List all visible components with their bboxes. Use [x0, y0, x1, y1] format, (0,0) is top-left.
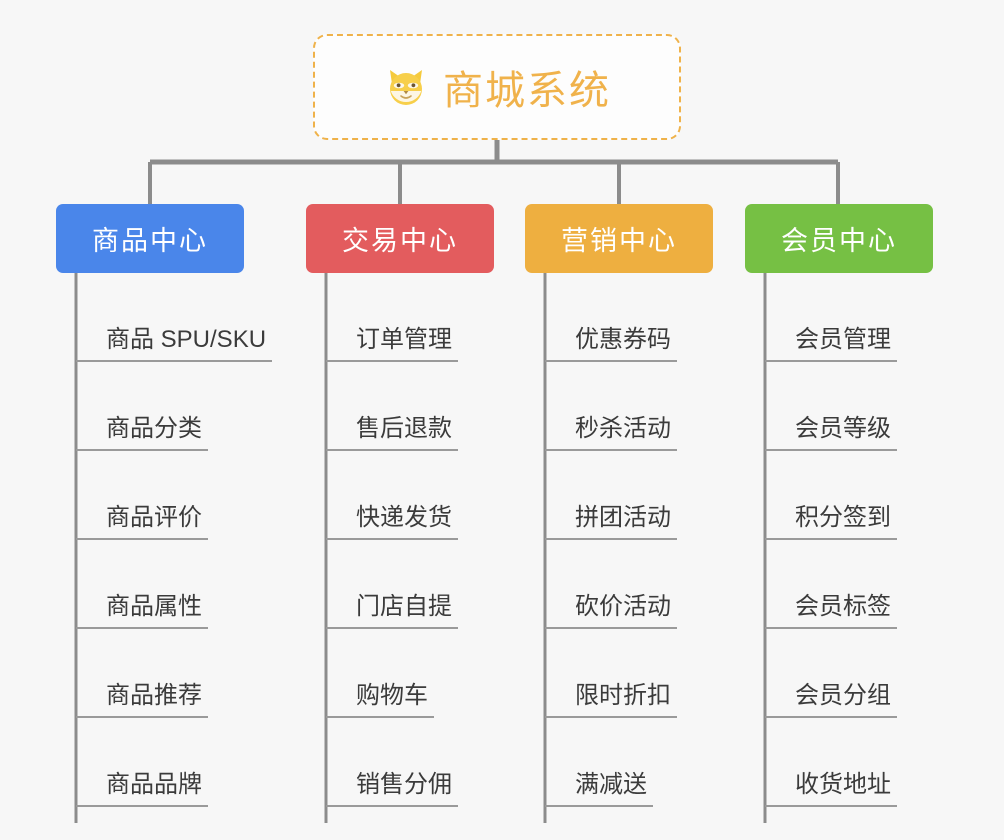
branch-marketing: 营销中心 优惠券码 秒杀活动 拼团活动 砍价活动 限时折扣 满减送: [525, 204, 747, 807]
shiba-dog-face-icon: [383, 64, 429, 110]
leaf-label: 砍价活动: [545, 593, 677, 629]
leaf-item[interactable]: 会员标签: [765, 540, 959, 629]
leaf-item[interactable]: 秒杀活动: [545, 362, 747, 451]
leaf-item[interactable]: 优惠券码: [545, 273, 747, 362]
leaf-item[interactable]: 砍价活动: [545, 540, 747, 629]
leaf-list-trade: 订单管理 售后退款 快递发货 门店自提 购物车 销售分佣: [306, 273, 530, 807]
leaf-label: 销售分佣: [326, 771, 458, 807]
leaf-label: 优惠券码: [545, 326, 677, 362]
branch-head-marketing[interactable]: 营销中心: [525, 204, 713, 273]
branch-head-products[interactable]: 商品中心: [56, 204, 244, 273]
leaf-label: 积分签到: [765, 504, 897, 540]
leaf-item[interactable]: 会员等级: [765, 362, 959, 451]
leaf-list-marketing: 优惠券码 秒杀活动 拼团活动 砍价活动 限时折扣 满减送: [525, 273, 747, 807]
leaf-item[interactable]: 限时折扣: [545, 629, 747, 718]
branch-label: 交易中心: [342, 226, 458, 256]
leaf-label: 限时折扣: [545, 682, 677, 718]
leaf-item[interactable]: 快递发货: [326, 451, 530, 540]
leaf-label: 商品推荐: [76, 682, 208, 718]
root-node[interactable]: 商城系统: [313, 34, 681, 140]
leaf-item[interactable]: 会员管理: [765, 273, 959, 362]
leaf-label: 会员管理: [765, 326, 897, 362]
leaf-item[interactable]: 商品推荐: [76, 629, 306, 718]
leaf-label: 拼团活动: [545, 504, 677, 540]
leaf-label: 收货地址: [765, 771, 897, 807]
branch-member: 会员中心 会员管理 会员等级 积分签到 会员标签 会员分组 收货地址: [745, 204, 959, 807]
leaf-label: 会员等级: [765, 415, 897, 451]
leaf-label: 秒杀活动: [545, 415, 677, 451]
leaf-item[interactable]: 拼团活动: [545, 451, 747, 540]
leaf-item[interactable]: 会员分组: [765, 629, 959, 718]
leaf-item[interactable]: 订单管理: [326, 273, 530, 362]
branch-label: 商品中心: [92, 226, 208, 256]
leaf-label: 会员分组: [765, 682, 897, 718]
leaf-item[interactable]: 积分签到: [765, 451, 959, 540]
leaf-item[interactable]: 商品 SPU/SKU: [76, 273, 306, 362]
leaf-list-member: 会员管理 会员等级 积分签到 会员标签 会员分组 收货地址: [745, 273, 959, 807]
leaf-label: 商品评价: [76, 504, 208, 540]
branch-products: 商品中心 商品 SPU/SKU 商品分类 商品评价 商品属性 商品推荐 商品品牌: [56, 204, 306, 807]
leaf-label: 商品属性: [76, 593, 208, 629]
leaf-item[interactable]: 商品评价: [76, 451, 306, 540]
branch-head-member[interactable]: 会员中心: [745, 204, 933, 273]
leaf-item[interactable]: 门店自提: [326, 540, 530, 629]
leaf-label: 商品分类: [76, 415, 208, 451]
leaf-label: 订单管理: [326, 326, 458, 362]
leaf-item[interactable]: 商品分类: [76, 362, 306, 451]
leaf-label: 购物车: [326, 682, 434, 718]
root-title: 商城系统: [443, 69, 611, 113]
leaf-label: 售后退款: [326, 415, 458, 451]
leaf-item[interactable]: 购物车: [326, 629, 530, 718]
leaf-list-products: 商品 SPU/SKU 商品分类 商品评价 商品属性 商品推荐 商品品牌: [56, 273, 306, 807]
leaf-item[interactable]: 售后退款: [326, 362, 530, 451]
leaf-item[interactable]: 商品属性: [76, 540, 306, 629]
leaf-item[interactable]: 销售分佣: [326, 718, 530, 807]
leaf-item[interactable]: 商品品牌: [76, 718, 306, 807]
leaf-label: 商品 SPU/SKU: [76, 326, 273, 362]
leaf-label: 快递发货: [326, 504, 458, 540]
leaf-label: 会员标签: [765, 593, 897, 629]
leaf-item[interactable]: 收货地址: [765, 718, 959, 807]
leaf-label: 商品品牌: [76, 771, 208, 807]
leaf-label: 门店自提: [326, 593, 458, 629]
branch-trade: 交易中心 订单管理 售后退款 快递发货 门店自提 购物车 销售分佣: [306, 204, 530, 807]
leaf-item[interactable]: 满减送: [545, 718, 747, 807]
leaf-label: 满减送: [545, 771, 653, 807]
branch-head-trade[interactable]: 交易中心: [306, 204, 494, 273]
branch-label: 营销中心: [561, 226, 677, 256]
branch-label: 会员中心: [781, 226, 897, 256]
